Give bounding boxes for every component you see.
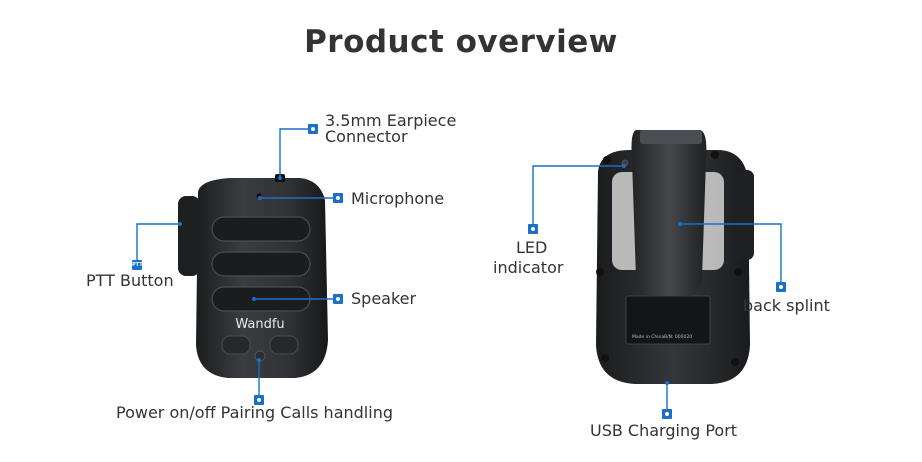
led-icon [528,224,538,234]
led-label-line1: LED [516,238,548,257]
ptt-label: PTT Button [86,271,174,290]
led-label-line2: indicator [493,258,564,277]
back-splint-clip [631,130,707,296]
speaker-slot [211,251,311,277]
power-icon [254,395,264,405]
screw-icon [601,354,609,362]
right-bottom-button [269,335,299,355]
back-side-button [738,170,754,260]
microphone-icon [333,193,343,203]
splint-leader-line [680,223,782,285]
usb-icon [662,409,672,419]
screw-icon [731,358,739,366]
earpiece-leader-line [279,128,308,178]
microphone-label: Microphone [351,189,445,208]
ptt-leader-line [136,223,180,264]
screw-icon [596,268,604,276]
back-splint-label: back splint [743,296,830,315]
screw-icon [734,268,742,276]
ptt-side-button [178,196,200,276]
earpiece-label-line1: 3.5mm Earpiece [325,111,457,130]
power-label: Power on/off Pairing Calls handling [116,403,393,422]
sticker-text: B/N: 000020 [664,334,692,340]
earpiece-label-line2: Connector [325,127,408,146]
brand-logo-text: Wandfu [235,317,284,332]
splint-icon [776,282,786,292]
speaker-label: Speaker [351,289,417,308]
ptt-icon: PTT [132,260,143,270]
speaker-slot [211,216,311,242]
sticker-text: Made in China [632,334,664,340]
speaker-icon [333,294,343,304]
usb-label: USB Charging Port [590,421,738,440]
screw-icon [603,156,611,164]
page-title: Product overview [304,24,618,60]
headphone-icon [308,124,318,134]
led-leader-line [532,165,624,226]
screw-icon [711,151,719,159]
left-bottom-button [221,335,251,355]
clip-top [640,130,702,144]
